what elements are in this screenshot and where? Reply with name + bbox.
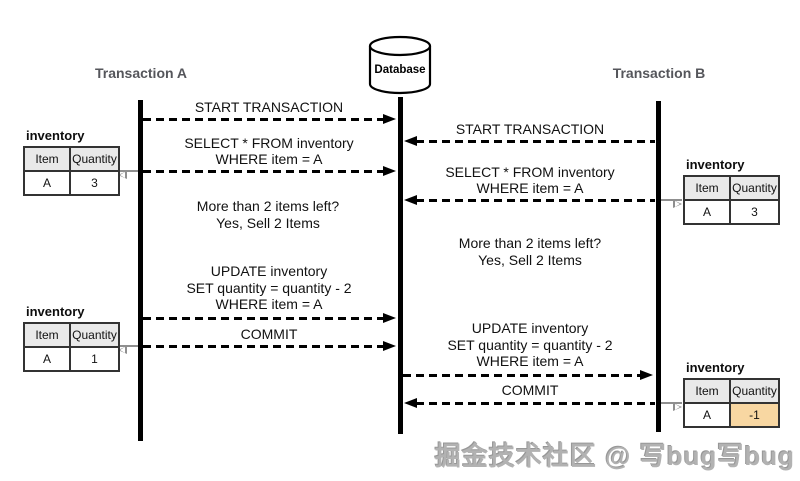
inventory-table-title: inventory — [686, 157, 745, 172]
col-header-quantity: Quantity — [70, 323, 119, 347]
inventory-table-right-top: inventory Item Quantity A 3 — [683, 157, 780, 225]
msg-a-start-transaction: START TRANSACTION — [194, 99, 344, 115]
lifeline-transaction-a — [138, 100, 143, 441]
msg-a-select-line1: SELECT * FROM inventory — [184, 135, 354, 151]
watermark-text: 掘金技术社区 @ 写bug写bug — [434, 441, 795, 471]
cell-item: A — [24, 171, 70, 195]
database-cylinder-icon — [368, 35, 432, 95]
inventory-table-left-bottom: inventory Item Quantity A 1 — [23, 304, 120, 372]
msg-a-think-line1: More than 2 items left? — [196, 198, 340, 214]
col-header-quantity: Quantity — [730, 379, 779, 403]
actor-title-transaction-a: Transaction A — [94, 65, 188, 81]
col-header-item: Item — [24, 147, 70, 171]
lifeline-database — [398, 97, 403, 434]
cell-item: A — [684, 200, 730, 224]
cell-quantity: 1 — [70, 347, 119, 371]
msg-a-update-line2: SET quantity = quantity - 2 — [186, 280, 352, 296]
inventory-table-right-bottom: inventory Item Quantity A -1 — [683, 360, 780, 428]
col-header-item: Item — [684, 176, 730, 200]
msg-a-update-line3: WHERE item = A — [215, 296, 323, 312]
msg-b-update-line1: UPDATE inventory — [471, 320, 589, 336]
msg-a-think-line2: Yes, Sell 2 Items — [216, 215, 320, 231]
inventory-table-title: inventory — [26, 128, 85, 143]
msg-b-start-transaction: START TRANSACTION — [455, 121, 605, 137]
cell-quantity: 3 — [70, 171, 119, 195]
msg-a-update-line1: UPDATE inventory — [210, 263, 328, 279]
msg-b-think-line1: More than 2 items left? — [458, 235, 602, 251]
col-header-quantity: Quantity — [70, 147, 119, 171]
inventory-table-left-top: inventory Item Quantity A 3 — [23, 128, 120, 196]
actor-title-transaction-b: Transaction B — [612, 65, 706, 81]
cell-item: A — [24, 347, 70, 371]
col-header-quantity: Quantity — [730, 176, 779, 200]
msg-b-select-line1: SELECT * FROM inventory — [445, 164, 615, 180]
msg-b-commit: COMMIT — [501, 382, 559, 398]
msg-b-update-line2: SET quantity = quantity - 2 — [447, 337, 613, 353]
msg-b-update-line3: WHERE item = A — [476, 353, 584, 369]
msg-a-select-line2: WHERE item = A — [215, 151, 323, 167]
lifeline-transaction-b — [656, 101, 661, 432]
cell-quantity: 3 — [730, 200, 779, 224]
database-label: Database — [374, 64, 426, 76]
col-header-item: Item — [24, 323, 70, 347]
col-header-item: Item — [684, 379, 730, 403]
msg-b-think-line2: Yes, Sell 2 Items — [478, 252, 582, 268]
cell-item: A — [684, 403, 730, 427]
inventory-table-title: inventory — [686, 360, 745, 375]
inventory-table-title: inventory — [26, 304, 85, 319]
cell-quantity-negative-highlight: -1 — [730, 403, 779, 427]
msg-b-select-line2: WHERE item = A — [476, 180, 584, 196]
msg-a-commit: COMMIT — [240, 326, 298, 342]
